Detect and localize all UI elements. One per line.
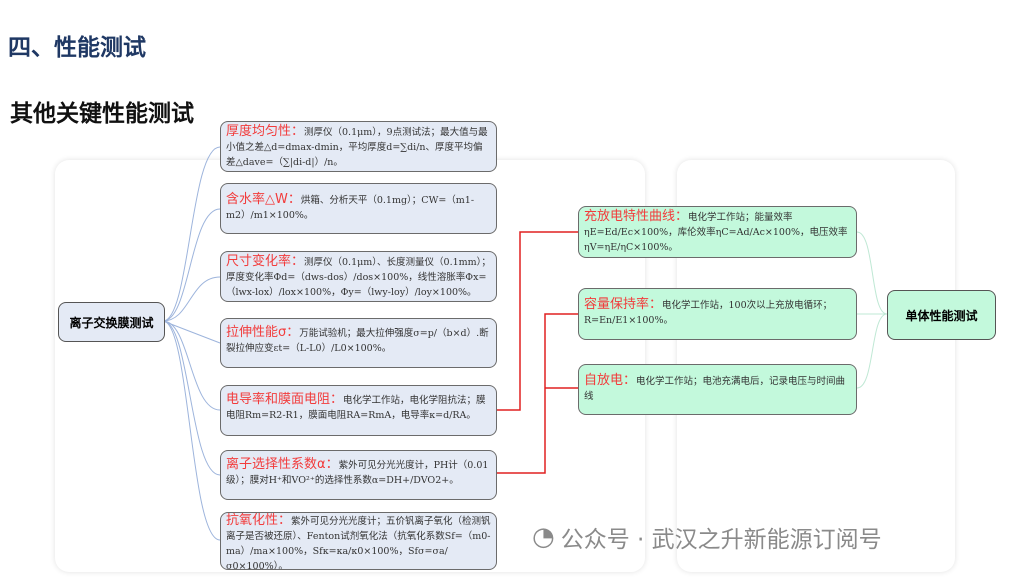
node-dimension-change: 尺寸变化率：测厚仪（0.1μm）、长度测量仪（0.1mm）；厚度变化率Φd=（d… [220,251,497,302]
page-subtitle: 其他关键性能测试 [10,101,194,127]
wechat-icon: ◔ [532,522,555,552]
node-conductivity: 电导率和膜面电阻：电化学工作站，电化学阻抗法；膜电阻Rm=R2-R1，膜面电阻R… [220,385,497,436]
node-capacity-retention: 容量保持率：电化学工作站，100次以上充放电循环；R=En/E1×100%。 [578,288,857,340]
node-charge-discharge: 充放电特性曲线：电化学工作站；能量效率ηE=Ed/Ec×100%，库伦效率ηC=… [578,206,857,258]
root-node-cell: 单体性能测试 [887,290,996,340]
node-water-content: 含水率△W：烘箱、分析天平（0.1mg）；CW=（m1-m2）/m1×100%。 [220,183,497,234]
node-self-discharge: 自放电：电化学工作站；电池充满电后，记录电压与时间曲线 [578,364,857,415]
root-node-membrane: 离子交换膜测试 [58,302,165,342]
node-oxidation-resistance: 抗氧化性：紫外可见分光光度计；五价钒离子氧化（检测钒离子是否被还原）、Fento… [220,512,497,570]
node-tensile: 拉伸性能σ：万能试验机；最大拉伸强度σ=p/（b×d）.断裂拉伸应变εt=（L-… [220,318,497,368]
node-ion-selectivity: 离子选择性系数α：紫外可见分光光度计，PH计（0.01级）；膜对H⁺和VO²⁺的… [220,450,497,500]
watermark: ◔公众号 · 武汉之升新能源订阅号 [532,522,882,553]
node-thickness: 厚度均匀性：测厚仪（0.1μm），9点测试法；最大值与最小值之差△d=dmax-… [220,121,497,172]
section-title: 四、性能测试 [8,35,146,61]
